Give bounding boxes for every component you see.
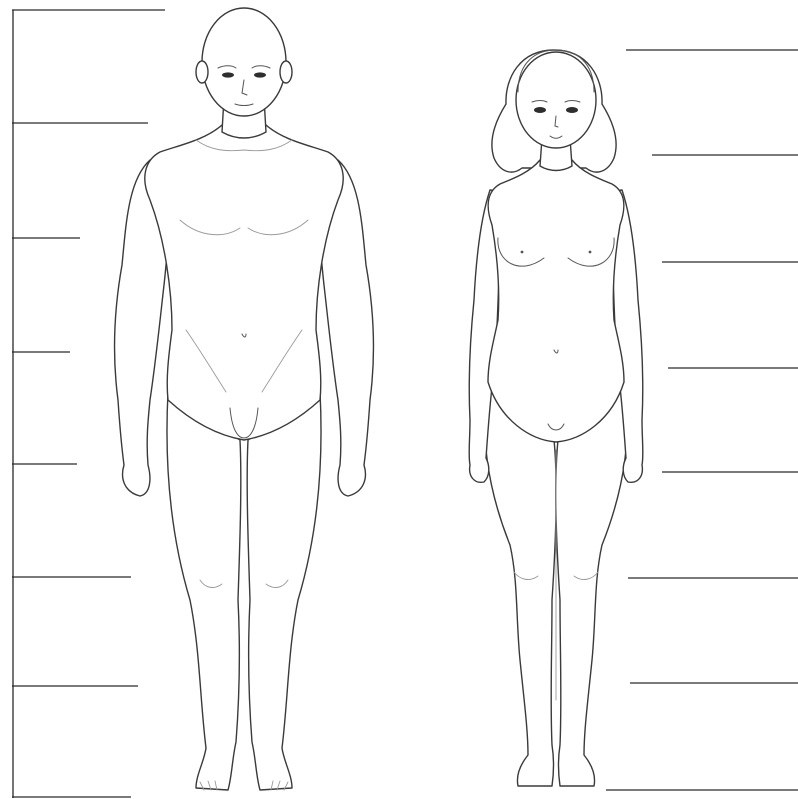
male-right-eye — [254, 72, 266, 77]
male-left-ear — [196, 61, 208, 83]
male-left-leg — [167, 392, 241, 790]
male-torso — [145, 125, 343, 440]
female-right-nipple — [589, 251, 592, 254]
male-right-leg — [247, 392, 321, 790]
male-left-eye — [222, 72, 234, 77]
male-right-ear — [280, 61, 292, 83]
female-right-eye — [566, 107, 578, 113]
male-head — [202, 8, 286, 116]
female-left-eye — [534, 107, 546, 113]
female-head — [516, 52, 596, 148]
female-figure — [469, 50, 643, 786]
male-figure — [115, 8, 374, 790]
female-torso — [488, 160, 624, 442]
female-left-nipple — [521, 251, 524, 254]
